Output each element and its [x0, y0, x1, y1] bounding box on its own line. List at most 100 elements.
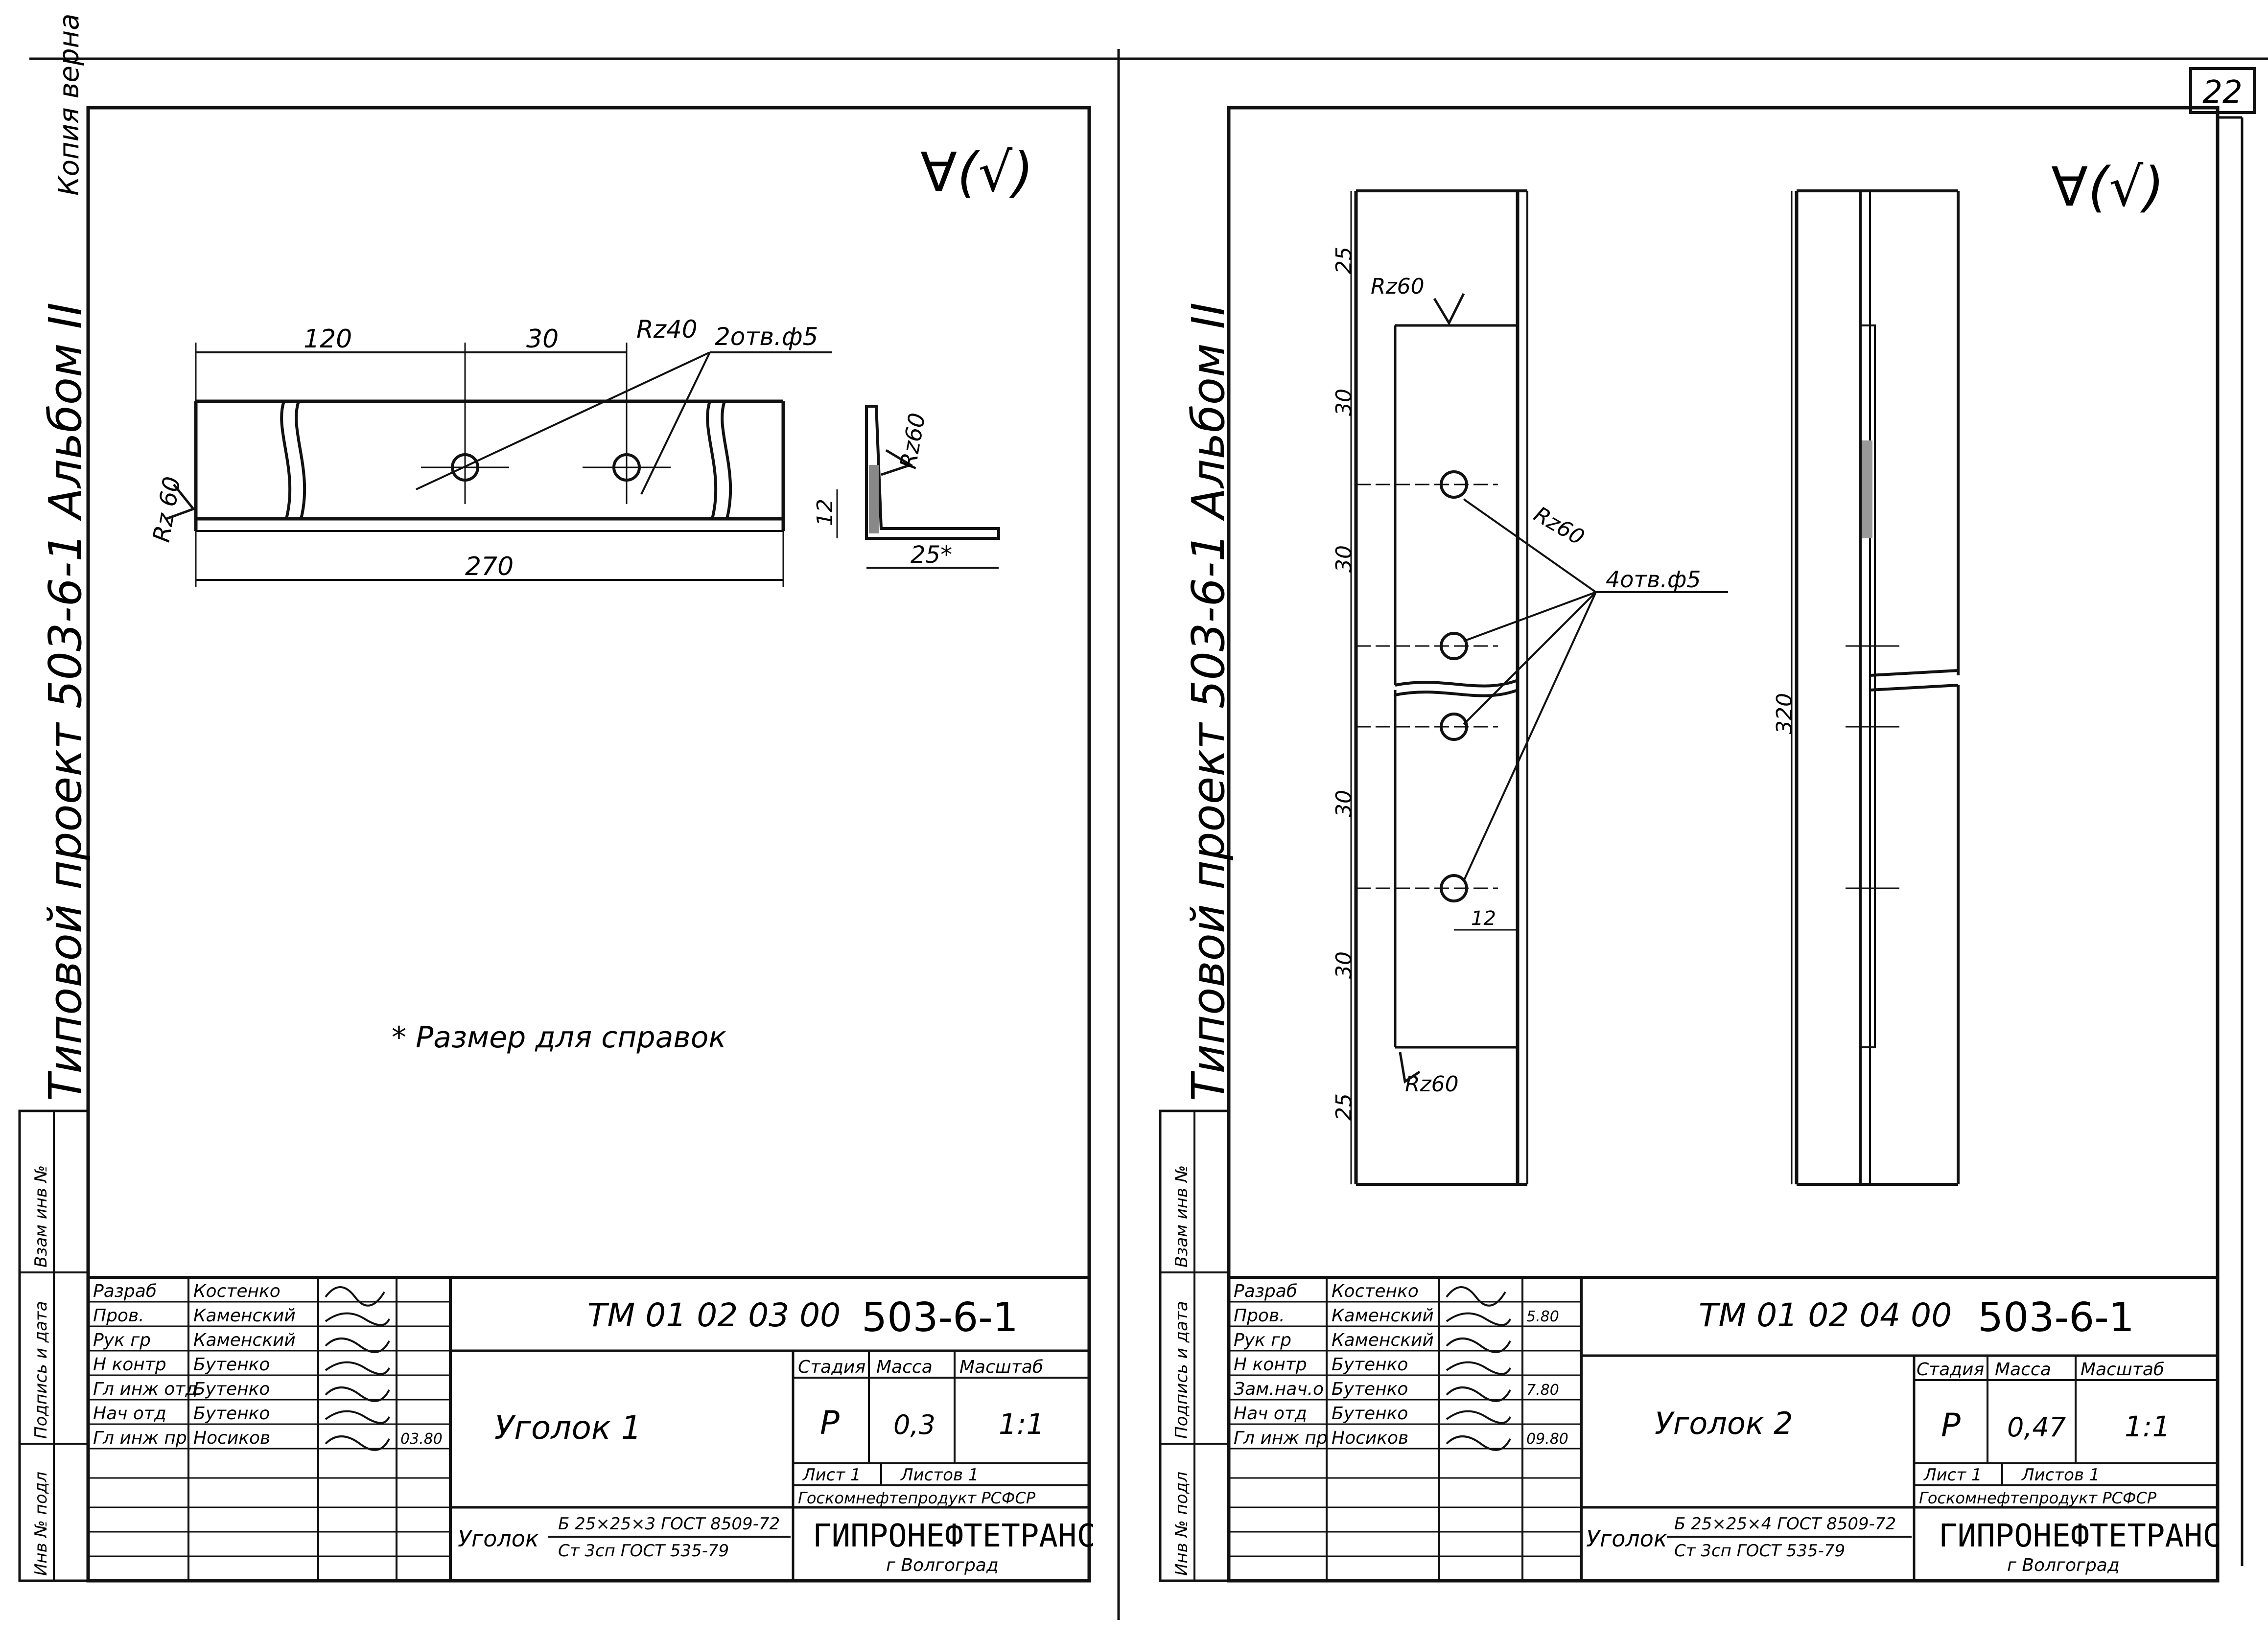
right-scale-label: Масштаб: [2081, 1360, 2164, 1380]
page-number: 22: [2202, 74, 2242, 111]
right-material-bottom: Ст 3сп ГОСТ 535-79: [1674, 1541, 1845, 1561]
right-mass-label: Масса: [1995, 1360, 2051, 1380]
left-sig-name-3: Каменский: [193, 1330, 296, 1350]
right-part-name: Уголок 2: [1655, 1406, 1793, 1441]
right-org-full: Госкомнефтепродукт РСФСР: [1919, 1489, 2157, 1507]
left-dim-25: 25*: [911, 541, 952, 569]
left-material-bottom: Ст 3сп ГОСТ 535-79: [558, 1541, 729, 1561]
left-material-prefix: Уголок: [458, 1525, 539, 1552]
right-dim-320: 320: [1772, 693, 1797, 734]
left-sig-name-2: Каменский: [193, 1306, 296, 1326]
right-stage: Р: [1941, 1407, 1961, 1444]
left-frame: [86, 106, 1091, 1583]
right-stage-label: Стадия: [1917, 1360, 1984, 1380]
left-org-full: Госкомнефтепродукт РСФСР: [798, 1489, 1036, 1507]
right-sheets-label: Листов 1: [2021, 1465, 2100, 1485]
left-sheets-label: Листов 1: [900, 1465, 979, 1485]
right-rough-rz60-mid: Rz60: [1530, 502, 1589, 550]
right-sig-role-5: Зам.нач.о: [1234, 1379, 1324, 1399]
left-sheet: Типовой проект 503-6-1 Альбом II Копия в…: [18, 14, 1096, 1583]
left-part-drawing: 120 30 270 2отв.ф5 Rz40 Rz 60 12 25* Rz6: [148, 315, 1000, 587]
left-holes-note: 2отв.ф5: [715, 323, 818, 351]
right-dim-30-a: 30: [1332, 389, 1356, 416]
left-sig-name-6: Бутенко: [193, 1404, 270, 1424]
left-margin-label-2: Подпись и дата: [31, 1301, 51, 1439]
left-sig-name-5: Бутенко: [193, 1379, 270, 1399]
left-part-name: Уголок 1: [494, 1409, 642, 1447]
right-sheet-label: Лист 1: [1923, 1465, 1982, 1485]
right-sig-role-1: Разраб: [1234, 1281, 1297, 1301]
right-scale: 1:1: [2125, 1410, 2170, 1443]
left-scale-label: Масштаб: [959, 1357, 1043, 1377]
left-sheet-label: Лист 1: [802, 1465, 861, 1485]
left-sig-role-5: Гл инж отд: [93, 1379, 197, 1399]
left-mass-label: Масса: [876, 1357, 933, 1377]
right-dim-30-c: 30: [1332, 790, 1356, 817]
left-sig-date-7: 03.80: [400, 1430, 443, 1448]
right-sig-role-4: Н контр: [1234, 1355, 1307, 1375]
left-sig-role-6: Нач отд: [93, 1404, 166, 1424]
left-title-block: Разраб Костенко Пров. Каменский Рук гр К…: [88, 1276, 1096, 1581]
left-scale: 1:1: [999, 1407, 1044, 1441]
left-doc-number: ТМ 01 02 03 00: [587, 1296, 841, 1334]
left-sig-name-1: Костенко: [193, 1281, 281, 1301]
left-reference-note: * Размер для справок: [392, 1020, 726, 1055]
right-holes-note: 4отв.ф5: [1606, 566, 1701, 593]
left-sig-name-4: Бутенко: [193, 1355, 270, 1375]
left-org-name: ГИПРОНЕФТЕТРАНС: [813, 1518, 1096, 1554]
right-dim-25-top: 25: [1332, 247, 1356, 274]
right-mass: 0,47: [2007, 1412, 2066, 1443]
right-part-plan-view: 25 30 30 30 30 25 12 Rz60 Rz60 Rz60 4отв…: [1332, 189, 1728, 1186]
right-dim-30-d: 30: [1332, 951, 1356, 979]
right-sig-name-2: Каменский: [1332, 1306, 1434, 1326]
left-copy-stamp: Копия верна: [53, 14, 85, 196]
page-number-box: [2189, 67, 2256, 114]
right-dim-30-b: 30: [1332, 545, 1356, 573]
right-material-prefix: Уголок: [1586, 1525, 1667, 1552]
left-org-city: г Волгоград: [886, 1555, 999, 1575]
left-sig-role-4: Н контр: [93, 1355, 166, 1375]
right-dim-25-bot: 25: [1332, 1093, 1356, 1121]
left-dim-120: 120: [304, 324, 352, 354]
right-sheet: Типовой проект 503-6-1 Альбом II Взам ин…: [1159, 106, 2244, 1583]
left-sig-role-7: Гл инж пр: [93, 1428, 187, 1448]
right-doc-number: ТМ 01 02 04 00: [1699, 1296, 1952, 1334]
left-rough-rz40: Rz40: [636, 315, 698, 344]
right-sig-name-4: Бутенко: [1332, 1355, 1408, 1375]
left-stage: Р: [820, 1404, 840, 1442]
right-sig-date-7: 09.80: [1526, 1430, 1568, 1448]
right-album-title: Типовой проект 503-6-1 Альбом II: [1182, 302, 1235, 1101]
left-sig-role-1: Разраб: [93, 1281, 157, 1301]
left-sig-role-3: Рук гр: [93, 1330, 151, 1350]
right-material-top: Б 25×25×4 ГОСТ 8509-72: [1674, 1514, 1896, 1534]
right-sig-role-3: Рук гр: [1234, 1330, 1291, 1350]
right-roughness-symbol: ∀(√): [2051, 156, 2164, 218]
right-part-side-view: 320: [1772, 189, 1960, 1186]
right-sig-name-6: Бутенко: [1332, 1404, 1408, 1424]
left-dim-30: 30: [526, 324, 559, 354]
left-material-top: Б 25×25×3 ГОСТ 8509-72: [558, 1514, 780, 1534]
left-sig-role-2: Пров.: [93, 1306, 144, 1326]
left-roughness-symbol: ∀(√): [920, 141, 1033, 204]
left-rough-rz60-right: Rz60: [895, 411, 931, 471]
left-margin-label-1: Взам инв №: [31, 1165, 51, 1268]
right-sig-role-2: Пров.: [1234, 1306, 1285, 1326]
right-title-block: Разраб Костенко Пров. Каменский 5.80 Рук…: [1229, 1276, 2221, 1581]
right-org-name: ГИПРОНЕФТЕТРАНС: [1939, 1518, 2221, 1554]
right-sig-name-7: Носиков: [1332, 1428, 1408, 1448]
right-sig-role-7: Гл инж пр: [1234, 1428, 1328, 1448]
right-sig-role-6: Нач отд: [1234, 1404, 1307, 1424]
right-project-code: 503-6-1: [1978, 1294, 2134, 1341]
right-sig-name-1: Костенко: [1332, 1281, 1419, 1301]
left-mass: 0,3: [893, 1409, 935, 1440]
left-rough-rz60-left: Rz 60: [148, 475, 187, 545]
left-sig-name-7: Носиков: [193, 1428, 270, 1448]
right-rough-rz60-top: Rz60: [1371, 274, 1425, 299]
right-margin-label-2: Подпись и дата: [1172, 1301, 1192, 1439]
right-sig-name-5: Бутенко: [1332, 1379, 1408, 1399]
left-project-code: 503-6-1: [862, 1294, 1018, 1341]
right-sig-name-3: Каменский: [1332, 1330, 1434, 1350]
left-album-title: Типовой проект 503-6-1 Альбом II: [39, 302, 92, 1101]
right-frame: [1227, 106, 2220, 1583]
